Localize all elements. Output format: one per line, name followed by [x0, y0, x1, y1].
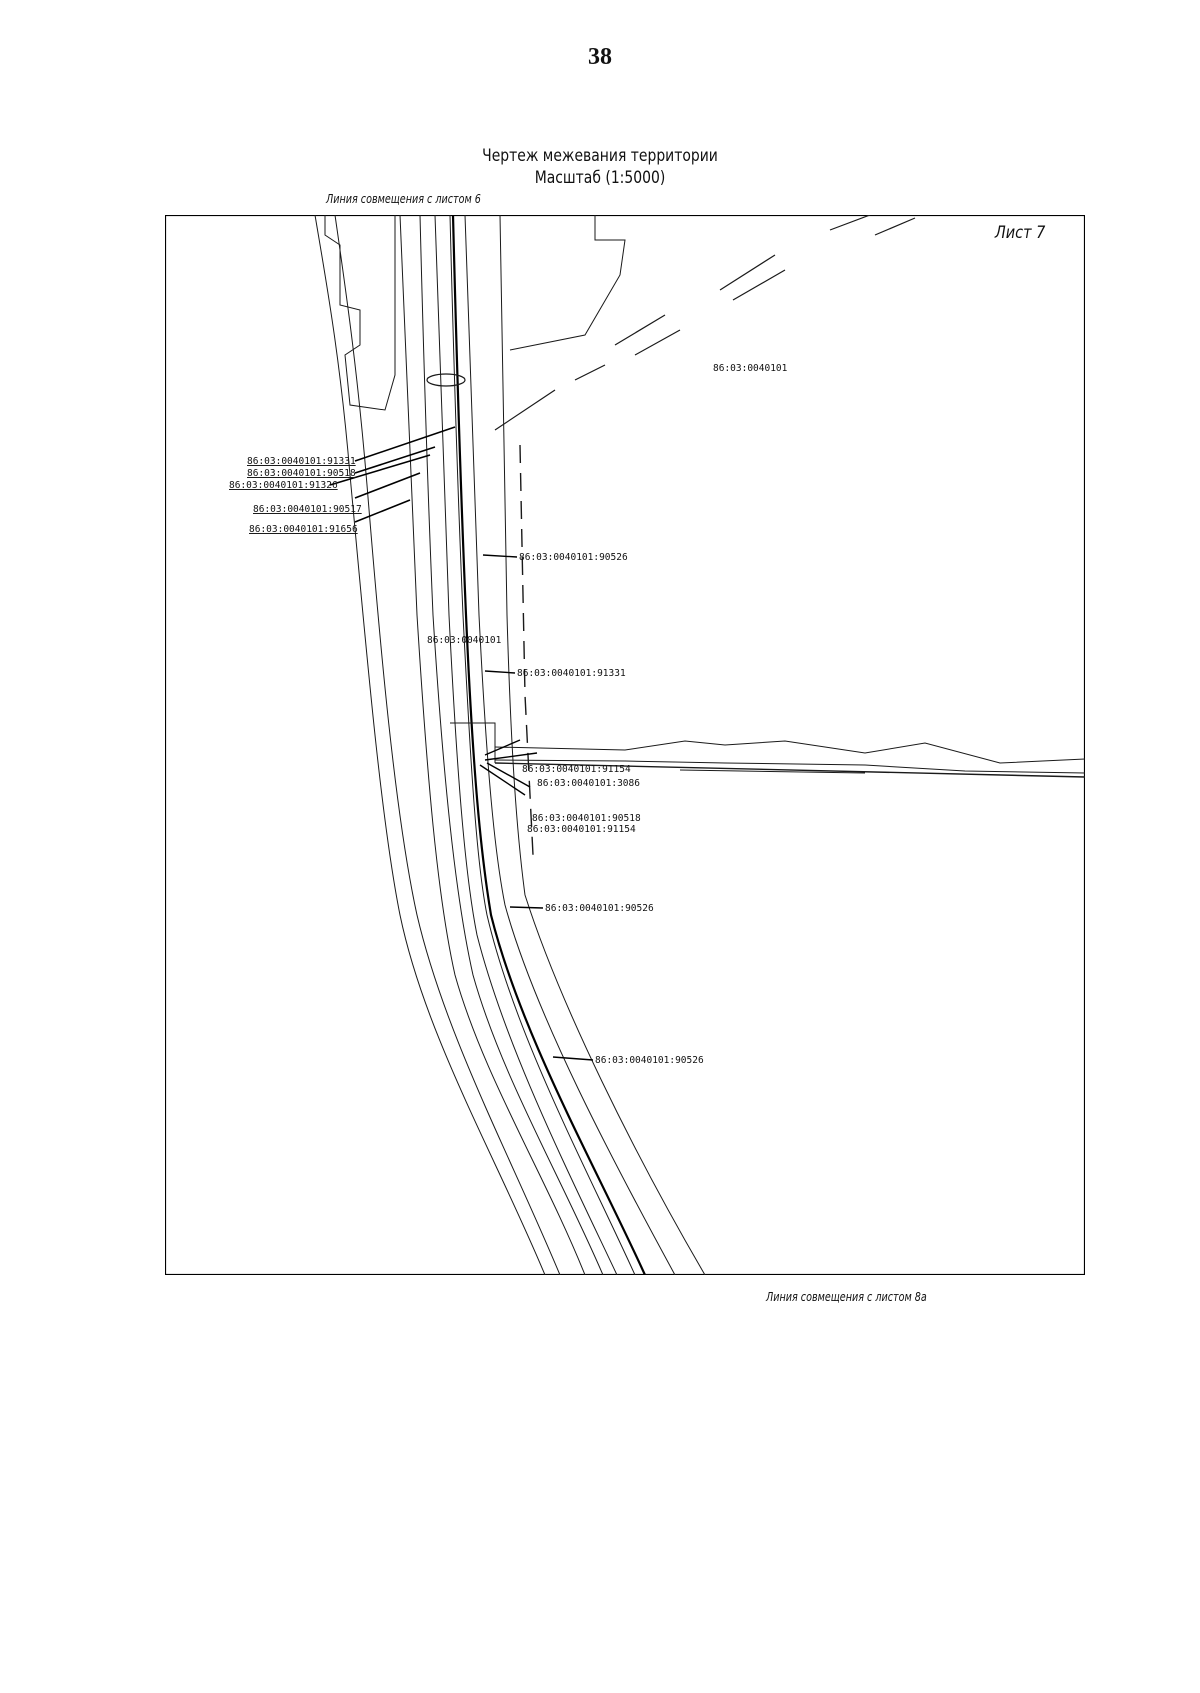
parcel-label-3086: 86:03:0040101:3086: [537, 778, 640, 789]
top-right-parcel: [509, 215, 626, 351]
corridor-inner-2: [449, 215, 636, 1275]
match-line-bottom-label: Линия совмещения с листом 8а: [766, 1290, 927, 1304]
crossing-marker: [426, 373, 466, 387]
cadastral-map: 86:03:0040101 86:03:0040101 86:03:004010…: [165, 215, 1085, 1275]
drawing-title-line1: Чертеж межевания территории: [482, 146, 718, 166]
parcel-label-90518-right: 86:03:0040101:90518: [532, 813, 641, 824]
parcel-label-91656-left: 86:03:0040101:91656: [249, 524, 358, 535]
drawing-title: Чертеж межевания территории Масштаб (1:5…: [108, 145, 1092, 189]
east-linear-feature: [450, 722, 1085, 778]
map-border: [165, 215, 1085, 1275]
parcel-label-91154-a: 86:03:0040101:91154: [522, 764, 631, 775]
corridor-left-4: [419, 215, 604, 1275]
leader-lines-right: [479, 554, 594, 1061]
parcel-label-91326-left: 86:03:0040101:91326: [229, 480, 338, 491]
page-number: 38: [588, 44, 612, 70]
dashed-diagonals: [494, 215, 916, 431]
corridor-outer-left: [314, 215, 546, 1275]
parcel-label-91331-left: 86:03:0040101:91331: [247, 456, 356, 467]
map-frame: 86:03:0040101 86:03:0040101 86:03:004010…: [165, 215, 1085, 1275]
parcel-label-90518-left: 86:03:0040101:90518: [247, 468, 356, 479]
main-pipeline: [451, 215, 647, 1275]
corridor-left-3: [399, 215, 586, 1275]
building-outline: [324, 215, 396, 411]
parcel-label-90526-a: 86:03:0040101:90526: [519, 552, 628, 563]
match-line-top-label: Линия совмещения с листом 6: [326, 192, 481, 206]
leader-lines-left: [329, 426, 456, 523]
corridor-inner-3: [464, 215, 676, 1275]
parcel-label-90526-b: 86:03:0040101:90526: [545, 903, 654, 914]
sheet-label: Лист 7: [994, 223, 1045, 243]
parcel-label-90526-c: 86:03:0040101:90526: [595, 1055, 704, 1066]
corridor-inner-1: [434, 215, 618, 1275]
parcel-label-block-mid: 86:03:0040101: [427, 635, 502, 646]
parcel-label-91154-b: 86:03:0040101:91154: [527, 824, 636, 835]
parcel-label-block: 86:03:0040101: [713, 363, 788, 374]
parcel-label-91331-right: 86:03:0040101:91331: [517, 668, 626, 679]
corridor-outer-right: [499, 215, 706, 1275]
parcel-label-90517-left: 86:03:0040101:90517: [253, 504, 362, 515]
drawing-scale: Масштаб (1:5000): [534, 168, 666, 188]
